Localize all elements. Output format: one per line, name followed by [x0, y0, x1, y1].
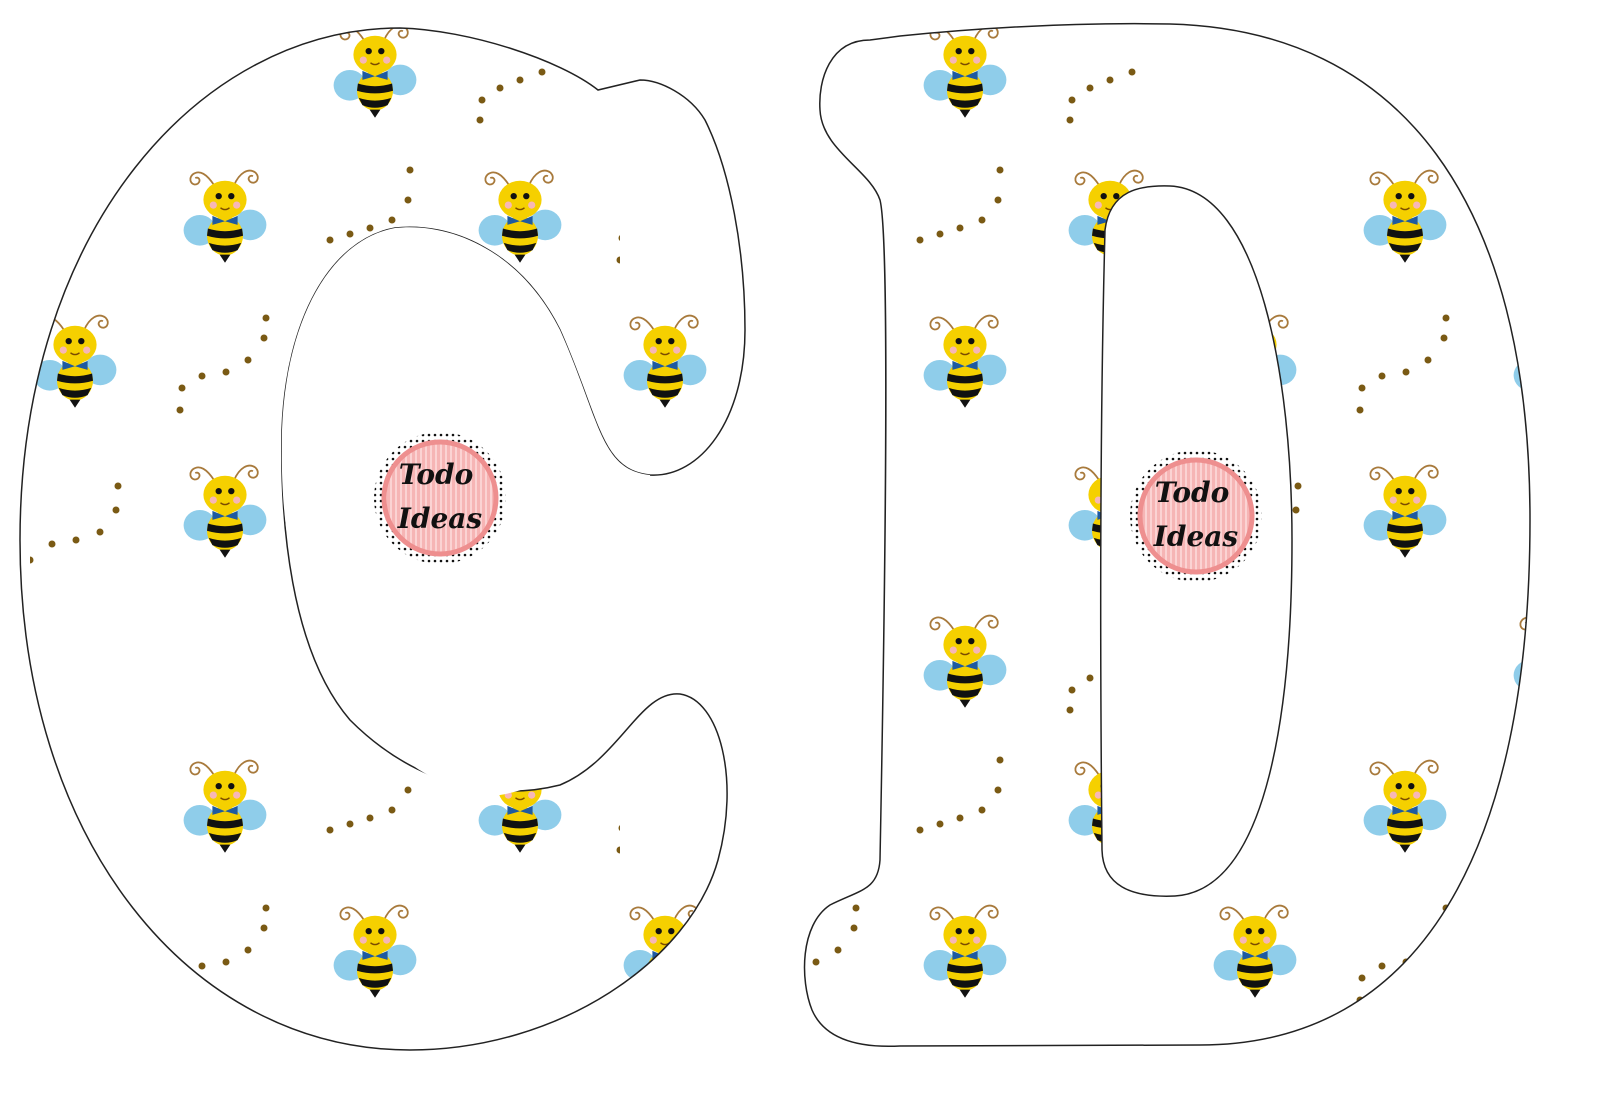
badge-line-2: Ideas: [397, 502, 483, 535]
todo-ideas-badge: Todo Ideas: [374, 432, 506, 564]
badge-line-2: Ideas: [1153, 520, 1239, 553]
badge-line-1: Todo: [399, 458, 474, 491]
badge-line-1: Todo: [1155, 476, 1230, 509]
todo-ideas-badge: Todo Ideas: [1130, 450, 1262, 582]
letter-c: [19, 27, 746, 1051]
